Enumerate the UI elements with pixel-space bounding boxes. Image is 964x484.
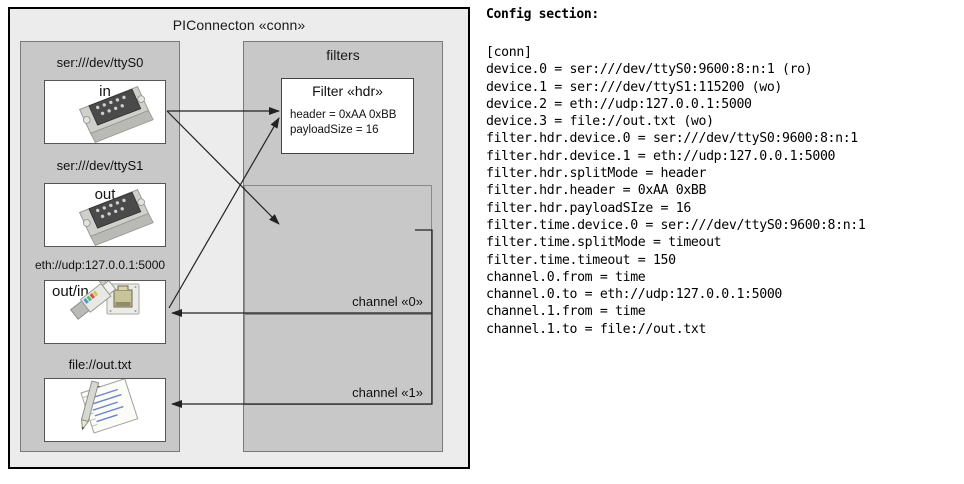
- device-direction-ttyS1: out: [94, 186, 116, 203]
- serial-port-icon: [45, 81, 165, 143]
- config-line: filter.hdr.payloadSIze = 16: [486, 200, 691, 216]
- config-lines: [conn] device.0 = ser:///dev/ttyS0:9600:8…: [486, 44, 866, 338]
- config-line: filter.hdr.device.1 = eth://udp:127.0.0.…: [486, 148, 836, 164]
- config-line: channel.1.to = file://out.txt: [486, 321, 707, 337]
- filter-attr-payload-size: payloadSize = 16: [290, 124, 379, 136]
- filter-title-hdr: Filter «hdr»: [312, 83, 383, 99]
- device-direction-eth: out/in: [52, 283, 89, 300]
- config-line: channel.0.to = eth://udp:127.0.0.1:5000: [486, 287, 782, 303]
- config-line: device.2 = eth://udp:127.0.0.1:5000: [486, 96, 752, 112]
- device-box-ttyS0[interactable]: in: [44, 80, 166, 144]
- config-line: filter.time.splitMode = timeout: [486, 235, 722, 251]
- config-line: filter.time.timeout = 150: [486, 252, 676, 268]
- config-line: filter.hdr.device.0 = ser:///dev/ttyS0:9…: [486, 131, 858, 147]
- connection-diagram: PIConnecton «conn» ser:///dev/ttyS0 in: [0, 0, 478, 484]
- config-line: filter.hdr.splitMode = header: [486, 166, 707, 182]
- config-line: filter.time.device.0 = ser:///dev/ttyS0:…: [486, 217, 866, 233]
- device-label-ttyS1: ser:///dev/ttyS1: [56, 158, 144, 173]
- config-line: [conn]: [486, 45, 532, 60]
- config-line: channel.1.from = time: [486, 304, 646, 320]
- config-section: Config section: [conn] device.0 = ser:///…: [482, 0, 964, 484]
- serial-port-icon: [45, 184, 165, 246]
- config-line: channel.0.from = time: [486, 269, 646, 285]
- filter-attr-header: header = 0xAA 0xBB: [290, 109, 397, 121]
- config-line: device.1 = ser:///dev/ttyS1:115200 (wo): [486, 79, 782, 95]
- filter-box-hdr[interactable]: Filter «hdr» header = 0xAA 0xBB payloadS…: [281, 78, 414, 154]
- device-box-file[interactable]: out: [44, 378, 166, 442]
- device-box-eth[interactable]: out/in: [44, 280, 166, 344]
- config-line: filter.hdr.header = 0xAA 0xBB: [486, 183, 707, 199]
- config-line: device.0 = ser:///dev/ttyS0:9600:8:n:1 (…: [486, 62, 813, 78]
- device-box-ttyS1[interactable]: out: [44, 183, 166, 247]
- ethernet-jack-icon: [45, 281, 165, 343]
- channel-region-0[interactable]: channel «0»: [244, 185, 432, 314]
- text-file-icon: [45, 379, 165, 441]
- config-heading: Config section:: [486, 7, 599, 22]
- config-line: device.3 = file://out.txt (wo): [486, 114, 714, 130]
- device-direction-ttyS0: in: [99, 83, 111, 100]
- channel-label-1: channel «1»: [352, 385, 423, 400]
- device-label-ttyS0: ser:///dev/ttyS0: [56, 55, 144, 70]
- filters-panel-title: filters: [326, 47, 360, 63]
- device-label-eth: eth://udp:127.0.0.1:5000: [34, 258, 166, 272]
- device-label-file: file://out.txt: [68, 357, 132, 372]
- channel-label-0: channel «0»: [352, 294, 423, 309]
- channel-region-1[interactable]: channel «1»: [244, 314, 432, 405]
- outer-frame-title: PIConnecton «conn»: [172, 17, 306, 33]
